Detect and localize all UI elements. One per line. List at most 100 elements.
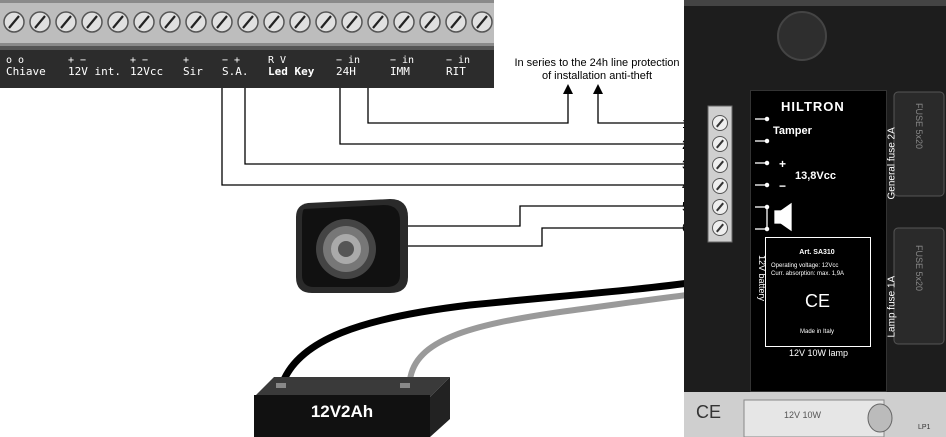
alarm-terminal-strip	[0, 0, 494, 88]
module-screw	[712, 115, 728, 131]
brand-logo: HILTRON	[781, 99, 845, 114]
screw-slot	[86, 15, 98, 29]
screw-slot	[320, 15, 332, 29]
screw-slot	[716, 223, 724, 233]
series-protection-note: In series to the 24h line protection of …	[497, 57, 697, 83]
screw-slot	[372, 15, 384, 29]
screw-slot	[450, 15, 462, 29]
screw-slot	[164, 15, 176, 29]
battery-label: 12V2Ah	[310, 402, 374, 421]
terminal-label-led-key: R V Led Key	[268, 55, 326, 77]
battery: 12V2Ah	[254, 377, 450, 437]
screw-slot	[8, 15, 20, 29]
wire-1	[367, 88, 569, 124]
screw-slot	[424, 15, 436, 29]
article-label: Art. SA310	[799, 249, 835, 256]
screw-slot	[346, 15, 358, 29]
screw-slot	[112, 15, 124, 29]
terminal-name: RIT	[446, 65, 466, 78]
screw-slot	[716, 160, 724, 170]
screw-slot	[716, 181, 724, 191]
fuse-slot-label-2: FUSE 5x20	[914, 245, 924, 292]
screw-slot	[716, 139, 724, 149]
screw-slot	[268, 15, 280, 29]
terminal-name: IMM	[390, 65, 410, 78]
terminal-label-rit: − in RIT	[446, 55, 488, 77]
terminal-name: 24H	[336, 65, 356, 78]
terminal-name: Led Key	[268, 65, 315, 78]
terminal-polarity: − +	[222, 55, 241, 66]
screw-slot	[398, 15, 410, 29]
module-label-panel: HILTRON Tamper + 13,8Vcc − Art. SA310 Op…	[750, 90, 887, 392]
terminal-name: Chiave	[6, 65, 46, 78]
terminal-polarity: + −	[130, 55, 149, 66]
module-screw	[712, 220, 728, 236]
board-lp-label: LP1	[918, 424, 931, 431]
screw-slot	[716, 118, 724, 128]
voltage-label: 13,8Vcc	[795, 170, 836, 182]
terminal-name: 12Vcc	[130, 65, 164, 78]
terminal-polarity: − in	[390, 55, 415, 66]
terminal-polarity: +	[183, 55, 190, 66]
note-line-1: In series to the 24h line protection	[514, 57, 680, 69]
terminal-label-12v-int: + − 12V int.	[68, 55, 122, 77]
terminal-polarity: + −	[68, 55, 87, 66]
tamper-label: Tamper	[773, 125, 812, 137]
spec-box	[765, 237, 871, 347]
board-lamp-label: 12V 10W	[784, 410, 822, 420]
screw-slot	[190, 15, 202, 29]
screw-slot	[242, 15, 254, 29]
arrow-up-icon	[563, 84, 573, 94]
general-fuse-label: General fuse 2A	[886, 127, 898, 200]
minus-label: −	[779, 179, 787, 193]
terminal-name: S.A.	[222, 65, 249, 78]
terminal-name: Sir	[183, 65, 203, 78]
plus-label: +	[779, 157, 787, 171]
wire-2	[339, 88, 710, 145]
screw-slot	[34, 15, 46, 29]
terminal-polarity: − in	[336, 55, 361, 66]
made-in-label: Made in Italy	[799, 329, 835, 335]
module-screw	[712, 178, 728, 194]
terminal-polarity: R V	[268, 55, 287, 66]
wire-6	[408, 227, 710, 247]
board-ce-mark: CE	[696, 402, 722, 422]
battery-black-cable	[279, 278, 697, 384]
terminal-label-chiave: o o Chiave	[6, 55, 56, 77]
signal-lamp-icon	[296, 199, 408, 293]
control-module: HILTRON Tamper + 13,8Vcc − Art. SA310 Op…	[684, 0, 946, 437]
terminal-strip-graphic	[0, 0, 494, 88]
screw-slot	[476, 15, 488, 29]
module-screw	[712, 136, 728, 152]
note-line-2: of installation anti-theft	[541, 70, 653, 82]
operating-voltage-label: Operating voltage: 12Vcc	[771, 263, 839, 269]
terminal-polarity: − in	[446, 55, 471, 66]
terminal-label-sa: − + S.A.	[222, 55, 264, 77]
terminal-name: 12V int.	[68, 65, 121, 78]
fuse-slot-label-1: FUSE 5x20	[914, 103, 924, 150]
terminal-polarity: o o	[6, 55, 25, 66]
screw-slot	[216, 15, 228, 29]
terminal-label-imm: − in IMM	[390, 55, 432, 77]
terminal-label-12vcc: + − 12Vcc	[130, 55, 180, 77]
lamp-fuse-label: Lamp fuse 1A	[886, 275, 898, 338]
screw-slot	[294, 15, 306, 29]
wire-4	[221, 88, 710, 186]
battery-side-label: 12V battery	[757, 255, 767, 302]
panel-symbols	[755, 116, 792, 232]
screw-slot	[716, 202, 724, 212]
arrow-up-icon	[593, 84, 603, 94]
wire-5	[408, 205, 710, 227]
module-screw	[712, 157, 728, 173]
absorption-label: Curr. absorption: max. 1,9A	[771, 271, 845, 277]
battery-icon	[254, 377, 450, 437]
wire-3	[244, 88, 710, 165]
lamp-label: 12V 10W lamp	[788, 348, 849, 358]
terminal-label-sir: + Sir	[183, 55, 215, 77]
ce-mark: CE	[805, 291, 831, 311]
screw-slot	[60, 15, 72, 29]
module-screw	[712, 199, 728, 215]
battery-grey-cable	[407, 291, 697, 381]
terminal-label-24h: − in 24H	[336, 55, 378, 77]
